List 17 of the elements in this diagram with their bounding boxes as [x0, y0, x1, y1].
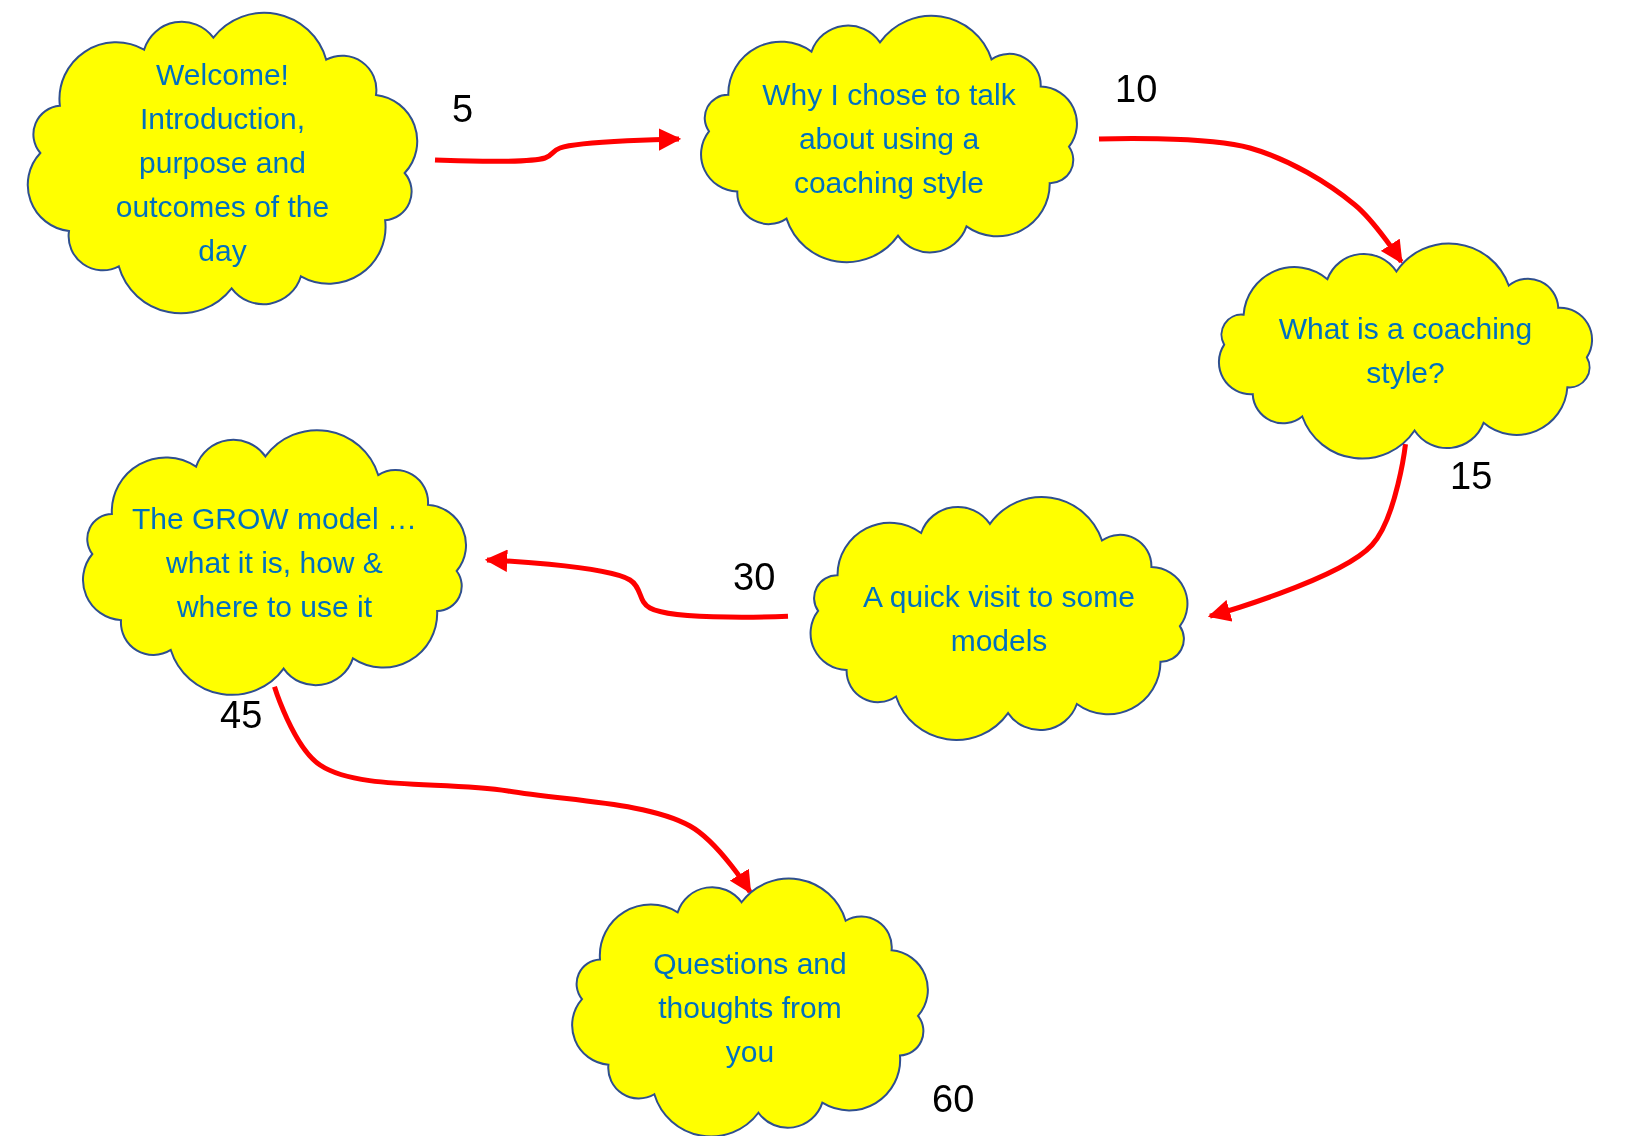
duration-label: 60 [932, 1078, 975, 1121]
arrow [272, 686, 753, 894]
cloud-text: Why I chose to talk about using a coaching style [761, 77, 1017, 201]
cloud-text: The GROW model … what it is, how & where to use it [130, 500, 419, 625]
duration-label: 30 [733, 556, 776, 599]
arrow [1098, 136, 1404, 264]
cloud-text: Welcome! Introduction, purpose and outcomes of the day [114, 57, 331, 269]
duration-label: 15 [1450, 455, 1493, 498]
arrow [484, 549, 789, 620]
duration-label: 45 [220, 694, 263, 737]
arrow [434, 128, 682, 164]
cloud-text: Questions and thoughts from you [652, 945, 848, 1070]
cloud-text: A quick visit to some models [862, 578, 1136, 659]
duration-label: 10 [1115, 68, 1158, 111]
duration-label: 5 [452, 88, 474, 131]
cloud-text: What is a coaching style? [1277, 311, 1534, 391]
arrow [1207, 443, 1408, 622]
